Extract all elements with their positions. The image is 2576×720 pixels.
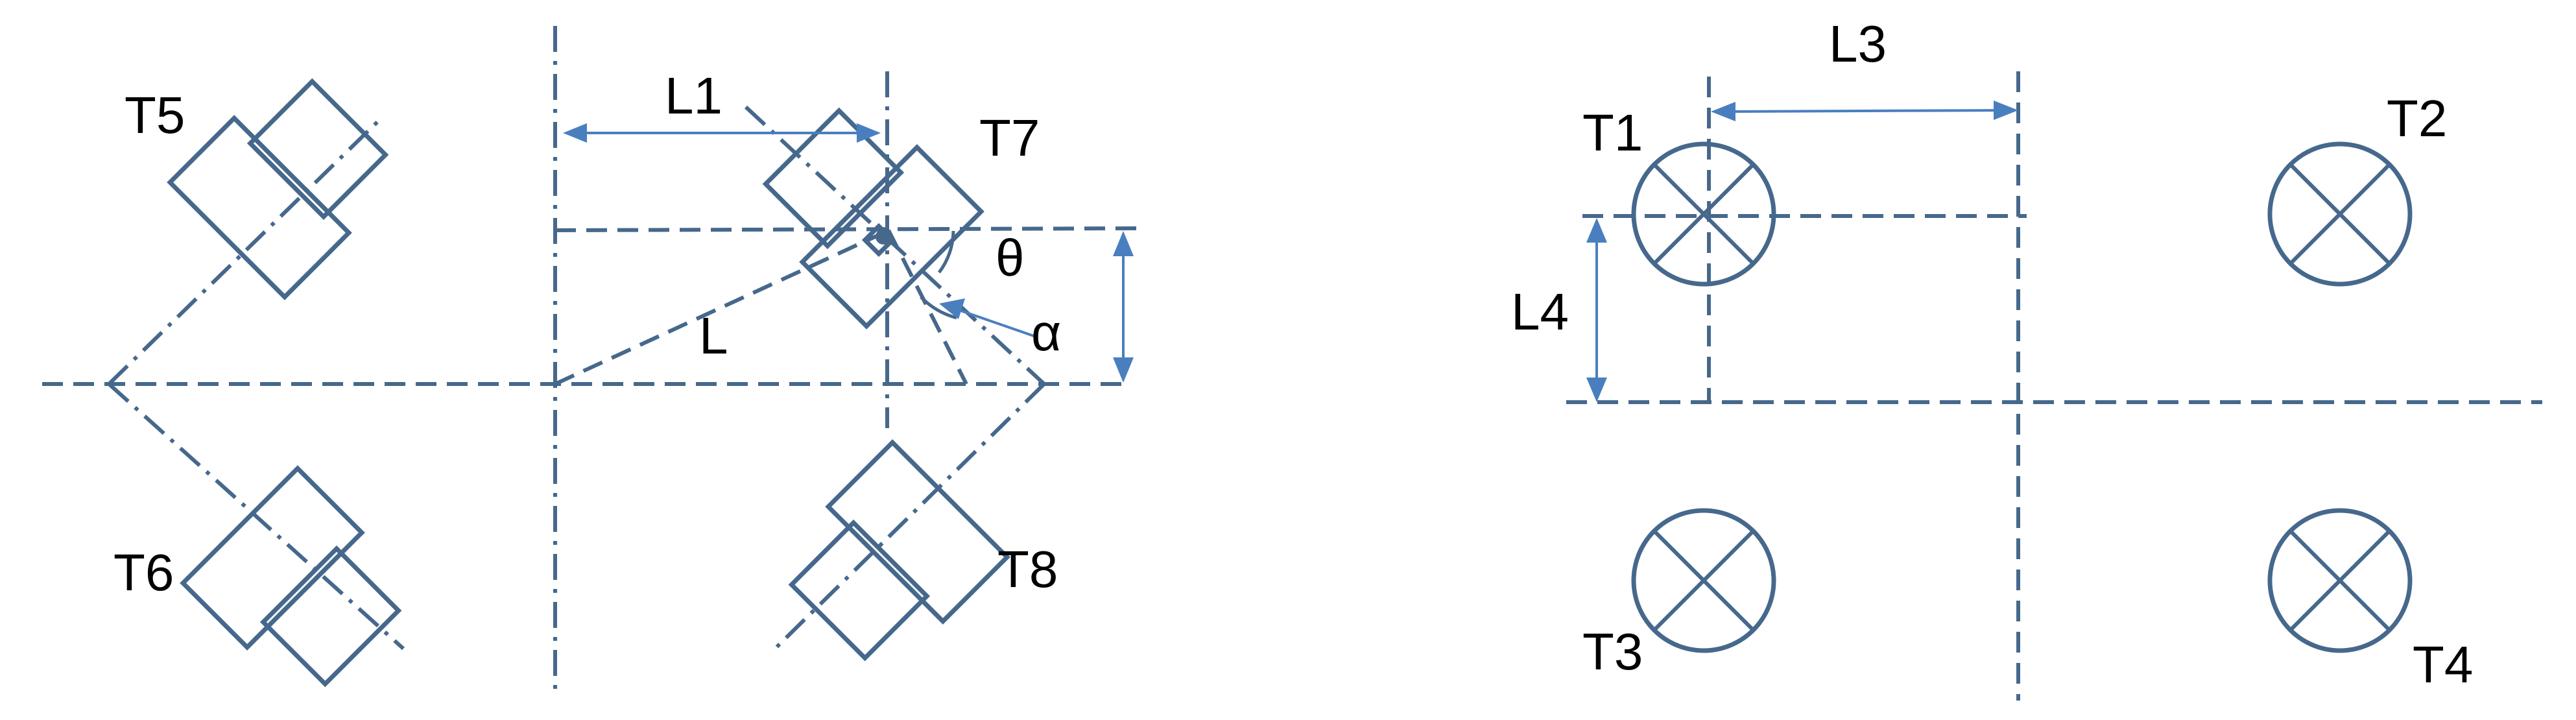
upper-reference-line [555,226,1142,232]
label-l3: L3 [1829,15,1887,73]
l-radius-line [554,232,883,386]
alpha-arc [920,296,957,320]
l3-arrow-right [1994,101,2018,120]
l4-arrow-bottom [1586,378,1607,402]
label-t8: T8 [997,540,1058,598]
label-t5: T5 [125,86,185,144]
t5-axis-line [107,118,381,386]
t6-axis-line [107,382,405,651]
label-t6: T6 [113,544,174,601]
thruster-t5 [170,61,406,297]
alpha-arrow [939,298,965,319]
l1-arrow-left [563,123,587,143]
height-arrow-top [1113,231,1134,256]
alpha-ray [887,229,968,385]
thruster-t6 [183,468,419,704]
thruster-t3 [1634,510,1774,651]
t8-axis-line [773,382,1046,651]
thruster-t4 [2270,510,2410,651]
height-arrow-bottom [1113,357,1134,383]
label-l4: L4 [1511,283,1569,341]
label-t7: T7 [979,109,1040,167]
label-t1: T1 [1582,104,1643,162]
label-t2: T2 [2387,90,2447,147]
thruster-t2 [2270,144,2410,284]
label-l1: L1 [665,67,722,125]
label-alpha: α [1031,304,1061,361]
alpha-leader [953,307,1038,339]
l3-dimension-line [1721,109,2008,113]
l4-arrow-top [1586,218,1607,243]
right-figure: T1 T2 T3 T4 L3 L4 [1511,15,2542,701]
l3-arrow-left [1711,102,1735,121]
label-t3: T3 [1582,623,1643,680]
label-l: L [699,307,728,365]
left-figure: T5 T6 T7 T8 L1 L θ α [42,26,1142,704]
thruster-t8 [771,442,1007,678]
thruster-t7 [745,90,981,326]
l1-arrow-right [857,123,881,143]
theta-arc [937,230,955,274]
t7-center-dot [876,229,891,245]
label-t4: T4 [2413,636,2473,693]
label-theta: θ [996,229,1025,287]
